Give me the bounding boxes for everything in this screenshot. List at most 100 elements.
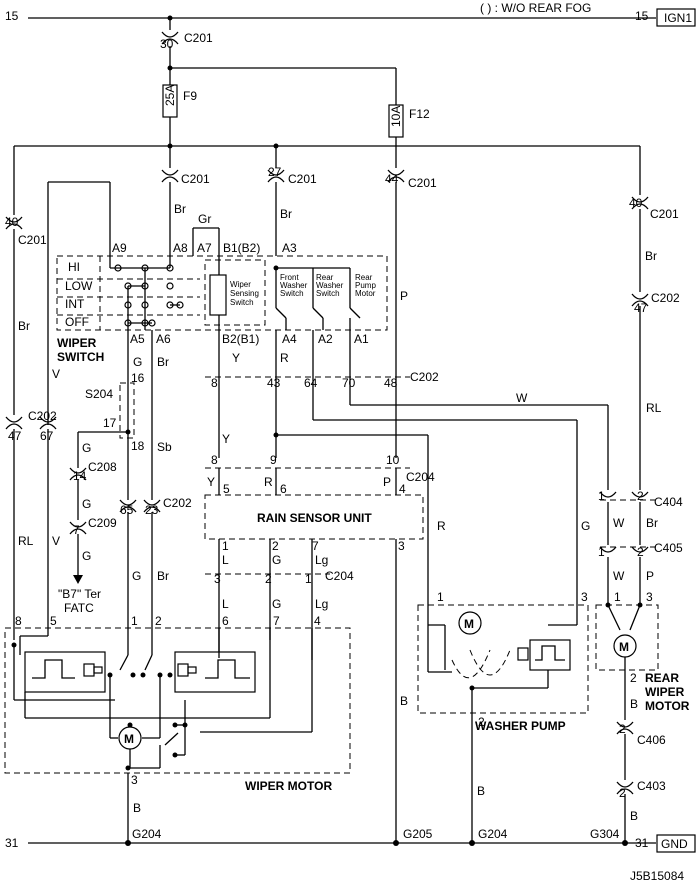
c404-name: C404 xyxy=(654,495,683,509)
right-power-label: 15 xyxy=(635,9,649,23)
wire-label-sb: Sb xyxy=(157,440,172,454)
c201-b-pin: 27 xyxy=(268,165,282,179)
wire-label-g-rsu: G xyxy=(272,553,281,567)
ground-right-label: 31 xyxy=(635,836,649,850)
wiper-switch-title-2: SWITCH xyxy=(57,350,104,364)
wiper-switch-title-1: WIPER xyxy=(57,336,97,350)
c208-c209: 14 C208 G 7 C209 G "B7" Ter FATC xyxy=(58,460,117,615)
wire-label-r-1: R xyxy=(280,351,289,365)
ws-rear-2: Washer xyxy=(316,281,344,290)
ws-front-1: Front xyxy=(280,273,299,282)
c204-pin-10: 10 xyxy=(386,453,400,467)
ground-rail: 31 31 GND G204 G205 G204 G304 xyxy=(5,827,696,853)
rear-wiper-m: M xyxy=(619,640,629,654)
fuse-f9-id: F9 xyxy=(183,89,197,103)
rain-sensor-title: RAIN SENSOR UNIT xyxy=(257,511,372,525)
c405-pin-1: 1 xyxy=(598,545,605,559)
c208-pin: 14 xyxy=(73,469,87,483)
rain-sensor-unit: 5 6 4 RAIN SENSOR UNIT 1 2 7 3 L G Lg B xyxy=(204,468,424,843)
wire-label-g-a5: G xyxy=(133,355,142,369)
ws-pin-a4: A4 xyxy=(282,332,297,346)
ws-sensing-1: Wiper xyxy=(230,280,251,289)
c201-e-pin: 40 xyxy=(629,196,643,210)
rear-wiper-motor: 1 3 M 2 REAR WIPER MOTOR B 2 C406 2 C403… xyxy=(595,590,690,843)
wire-label-g-65: G xyxy=(132,569,141,583)
wire-label-rl-right: RL xyxy=(646,401,662,415)
wire-label-rl-left: RL xyxy=(18,534,34,548)
c405-pin-2: 2 xyxy=(637,545,644,559)
c202-pin-64: 64 xyxy=(304,376,318,390)
wire-label-p-rear: P xyxy=(646,569,654,583)
s204-pin-16: 16 xyxy=(131,371,145,385)
wp-pin-1: 1 xyxy=(437,590,444,604)
c204-pin-9: 9 xyxy=(270,453,277,467)
c209-pin: 7 xyxy=(73,523,80,537)
c201-d-name: C201 xyxy=(18,233,47,247)
washer-pump-motor-symbol xyxy=(458,611,482,635)
wire-label-l-1: L xyxy=(222,553,229,567)
wire-label-lg-2: Lg xyxy=(315,597,328,611)
c201-top-pin: 30 xyxy=(160,37,174,51)
wire-label-y-3: Y xyxy=(207,475,215,489)
wire-label-w-2: W xyxy=(613,516,625,530)
wire-label-g-pump: G xyxy=(581,519,590,533)
c204-bot-name: C204 xyxy=(325,569,354,583)
wire-label-y-2: Y xyxy=(222,432,230,446)
wire-label-br-1: Br xyxy=(174,202,186,216)
wire-label-b-wm: B xyxy=(133,801,141,815)
c201-a-name: C201 xyxy=(181,172,210,186)
top-power-rail: 15 ( ) : W/O REAR FOG 15 IGN1 xyxy=(5,1,696,27)
c204b-pin-2: 2 xyxy=(265,572,272,586)
wire-label-g-rsu-2: G xyxy=(272,597,281,611)
c204-top-name: C204 xyxy=(406,470,435,484)
c404-pin-2: 2 xyxy=(637,489,644,503)
ws-pos-int: INT xyxy=(65,297,85,311)
wire-label-b-rsu: B xyxy=(400,694,408,708)
c202-left: Br C202 47 67 RL V xyxy=(5,229,60,640)
ws-pin-b1: B1(B2) xyxy=(223,241,260,255)
washer-pump-title: WASHER PUMP xyxy=(475,719,566,733)
wiper-motor-title: WIPER MOTOR xyxy=(245,779,332,793)
c202-pin-8: 8 xyxy=(211,376,218,390)
ws-pos-low: LOW xyxy=(65,279,93,293)
fatc-line-1: "B7" Ter xyxy=(58,587,101,601)
c406-name: C406 xyxy=(637,733,666,747)
rsu-pin-4: 4 xyxy=(399,482,406,496)
ground-g204-b: G204 xyxy=(478,827,508,841)
secondary-bus xyxy=(13,143,641,215)
wire-label-v-2: V xyxy=(52,534,60,548)
c201-row: C201 27 C201 44 C201 40 C201 40 C201 xyxy=(5,165,679,247)
rsu-pin-7: 7 xyxy=(312,539,319,553)
ws-pump-1: Rear xyxy=(355,273,373,282)
ws-rear-3: Switch xyxy=(316,289,340,298)
wire-label-b-rwm-2: B xyxy=(630,809,638,823)
wm-pin-7: 7 xyxy=(273,614,280,628)
c208-name: C208 xyxy=(88,460,117,474)
wire-label-r-2: R xyxy=(264,475,273,489)
c201-e-name: C201 xyxy=(650,207,679,221)
c202-left-pin-67: 67 xyxy=(40,429,54,443)
c201-lower-wires: Br Br P Br 47 C202 RL Gr xyxy=(169,182,680,490)
ground-left-label: 31 xyxy=(5,836,19,850)
c204-top: 8 9 10 C204 Y R P xyxy=(205,453,435,489)
c202-right-name: C202 xyxy=(651,291,680,305)
fuse-f12-rating: 10A xyxy=(389,106,403,127)
wire-label-lg-1: Lg xyxy=(315,553,328,567)
wire-label-w-1: W xyxy=(516,391,528,405)
wm-pin-2: 2 xyxy=(155,614,162,628)
c201-c-name: C201 xyxy=(408,176,437,190)
ground-g205: G205 xyxy=(403,827,433,841)
rear-connectors: 1 2 C404 W Br 1 2 C405 W P xyxy=(598,489,683,605)
wire-label-p: P xyxy=(400,289,408,303)
c202-mid-name: C202 xyxy=(410,370,439,384)
wm-pin-4: 4 xyxy=(314,614,321,628)
wire-label-v-1: V xyxy=(52,367,60,381)
rear-wiper-title-2: WIPER xyxy=(645,685,685,699)
rwm-pin-2: 2 xyxy=(630,671,637,685)
c201-d-pin: 40 xyxy=(5,215,19,229)
c201-c-pin: 44 xyxy=(385,172,399,186)
ws-pin-a5: A5 xyxy=(130,332,145,346)
wire-label-l-2: L xyxy=(222,597,229,611)
ws-pin-a7: A7 xyxy=(197,241,212,255)
rwm-pin-1: 1 xyxy=(614,590,621,604)
